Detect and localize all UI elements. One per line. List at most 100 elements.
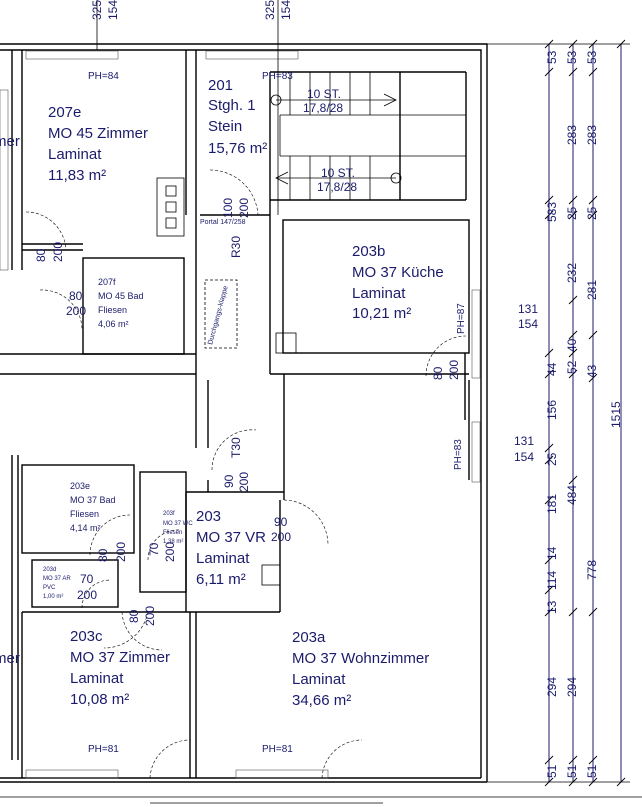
room-203a-floor: Laminat xyxy=(292,671,346,688)
dim-col1-1: 53 xyxy=(545,50,559,64)
room-203-area: 6,11 m² xyxy=(196,571,246,588)
dimension-tick xyxy=(544,443,554,453)
sill-height-6: PH=81 xyxy=(262,744,293,755)
door-10-height: 200 xyxy=(143,606,157,626)
dim-col3-7: 51 xyxy=(585,764,599,778)
room-201: 201 Stgh. 1 Stein 15,76 m² xyxy=(208,77,267,157)
dim-col1-9: 13 xyxy=(545,600,559,614)
door-swings xyxy=(25,169,467,779)
room-207f: 207f MO 45 Bad Fliesen 4,06 m² xyxy=(98,277,144,329)
windows xyxy=(0,50,481,779)
dim-col1-2: 583 xyxy=(545,202,559,222)
dim-col3-6: 778 xyxy=(585,560,599,580)
dim-col3-1: 53 xyxy=(585,50,599,64)
dim-col2-9: 51 xyxy=(565,764,579,778)
room-203b-area: 10,21 m² xyxy=(352,305,411,322)
cut-room-label-top: mer xyxy=(0,133,20,150)
dimension-tick xyxy=(588,777,598,787)
door-9-width: 70 xyxy=(80,572,94,586)
room-203b-floor: Laminat xyxy=(352,285,406,302)
dimension-tick xyxy=(544,555,554,565)
dimension-tick xyxy=(568,755,578,765)
room-203d-id: 203d xyxy=(43,567,56,573)
dim-col3-5: 43 xyxy=(585,364,599,378)
room-203f: 203f MO 37 WC Fliesen 1,38 m² xyxy=(163,511,193,545)
dimension-lines xyxy=(487,39,630,787)
door-3-height: 200 xyxy=(66,304,86,318)
door-7-height: 200 xyxy=(114,542,128,562)
axis-dim-a-1: 325 xyxy=(90,0,104,20)
room-203e-area: 4,14 m² xyxy=(70,523,101,533)
door-3-width: 80 xyxy=(69,289,83,303)
dimension-tick xyxy=(588,373,598,383)
room-203c-area: 10,08 m² xyxy=(70,691,129,708)
stair-ratio-lower: 17,8/28 xyxy=(317,180,357,194)
door-8-width: 70 xyxy=(147,542,161,556)
dim-col-3: 53 283 25 281 43 778 51 xyxy=(585,50,599,778)
dimension-tick xyxy=(568,348,578,358)
room-203c-id: 203c xyxy=(70,628,103,645)
dim-col1-4: 156 xyxy=(545,400,559,420)
door-dims: 80 200 100 200 80 200 80 200 90 200 90 2… xyxy=(34,198,461,626)
room-203-name: MO 37 VR xyxy=(196,529,266,546)
stair-label-upper: 10 ST. xyxy=(307,87,341,101)
axis-dim-a-2: 325 xyxy=(263,0,277,20)
cut-room-label-bottom: mer xyxy=(0,650,20,667)
stair-labels: 10 ST. 17,8/28 10 ST. 17,8/28 xyxy=(303,87,357,194)
room-203e-floor: Fliesen xyxy=(70,509,99,519)
dimension-tick xyxy=(616,777,626,787)
dimension-tick xyxy=(568,607,578,617)
sill-heights: PH=84 PH=83 PH=87 PH=83 PH=81 PH=81 xyxy=(88,71,467,755)
room-203f-id: 203f xyxy=(163,511,175,517)
window-dim-a-1: 131 xyxy=(518,302,538,316)
dimension-tick xyxy=(588,755,598,765)
room-203d-area: 1,00 m² xyxy=(43,594,63,600)
room-203e-id: 203e xyxy=(70,481,90,491)
room-201-floor: Stein xyxy=(208,118,242,135)
sill-height-2: PH=83 xyxy=(262,71,293,82)
dimension-tick xyxy=(568,195,578,205)
axis-lines xyxy=(96,0,279,215)
dimension-tick xyxy=(544,755,554,765)
room-201-name: Stgh. 1 xyxy=(208,97,256,114)
window-dim-b-2: 154 xyxy=(514,450,534,464)
room-203b-id: 203b xyxy=(352,243,385,260)
dimension-tick xyxy=(544,369,554,379)
dimension-tick xyxy=(568,39,578,49)
room-203a: 203a MO 37 Wohnzimmer Laminat 34,66 m² xyxy=(292,629,429,709)
room-203c-name: MO 37 Zimmer xyxy=(70,649,170,666)
dimension-tick xyxy=(544,455,554,465)
room-201-id: 201 xyxy=(208,77,233,94)
dim-total: 1515 xyxy=(609,401,623,428)
room-203a-area: 34,66 m² xyxy=(292,692,351,709)
room-203b: 203b MO 37 Küche Laminat 10,21 m² xyxy=(352,243,444,322)
dim-col2-6: 40 xyxy=(565,338,579,352)
room-203d-floor: PVC xyxy=(43,585,56,591)
dim-col2-7: 484 xyxy=(565,485,579,505)
dim-col2-3: 25 xyxy=(565,206,579,220)
dimension-tick xyxy=(588,195,598,205)
fire-rating-t30: T30 xyxy=(229,437,243,458)
dimension-tick xyxy=(544,67,554,77)
dim-col2-1: 53 xyxy=(565,50,579,64)
dimension-tick xyxy=(616,39,626,49)
room-203a-name: MO 37 Wohnzimmer xyxy=(292,650,429,667)
room-203c-floor: Laminat xyxy=(70,670,124,687)
room-203-floor: Laminat xyxy=(196,550,250,567)
room-207f-id: 207f xyxy=(98,277,116,287)
room-207f-area: 4,06 m² xyxy=(98,319,129,329)
door-2-height: 200 xyxy=(237,198,251,218)
door-5-height: 200 xyxy=(237,472,251,492)
door-5-width: 90 xyxy=(222,474,236,488)
dim-col1-6: 181 xyxy=(545,494,559,514)
room-203f-area: 1,38 m² xyxy=(163,539,183,545)
dim-col3-4: 281 xyxy=(585,280,599,300)
dim-col1-7: 14 xyxy=(545,546,559,560)
dim-col1-5: 25 xyxy=(545,452,559,466)
sill-height-4: PH=83 xyxy=(453,439,464,470)
door-9-height: 200 xyxy=(77,588,97,602)
room-207e-floor: Laminat xyxy=(48,146,102,163)
dim-col1-8: 114 xyxy=(545,571,559,590)
dimension-tick xyxy=(544,348,554,358)
